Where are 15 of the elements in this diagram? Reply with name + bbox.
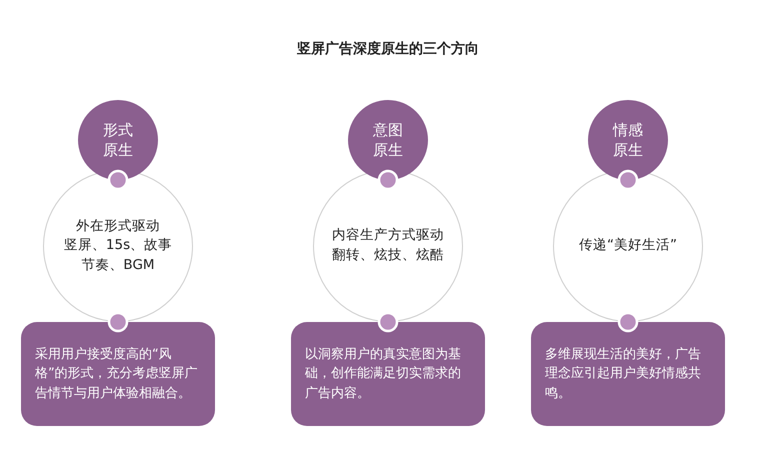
detail-card: [531, 322, 725, 426]
description-text: 翻转、炫技、炫酷: [332, 246, 444, 265]
description-text: 竖屏、15s、故事节奏、BGM: [62, 236, 174, 275]
detail-text: 以洞察用户的真实意图为基础，创作能满足切实需求的广告内容。: [305, 346, 462, 403]
detail-text: 采用用户接受度高的“风格”的形式，充分考虑竖屏广告情节与用户体验相融合。: [35, 346, 199, 403]
diagram-title: 竖屏广告深度原生的三个方向: [296, 40, 480, 58]
detail-card: [21, 322, 215, 426]
category-label: 形式原生: [102, 120, 134, 160]
category-label: 情感原生: [612, 120, 644, 160]
category-label: 意图原生: [372, 120, 404, 160]
detail-card: [291, 322, 485, 426]
description-heading: 内容生产方式驱动: [332, 226, 444, 246]
detail-text: 多维展现生活的美好，广告理念应引起用户美好情感共鸣。: [545, 346, 702, 403]
description-heading: 外在形式驱动: [76, 216, 160, 236]
description-heading: 传递“美好生活”: [579, 236, 677, 256]
